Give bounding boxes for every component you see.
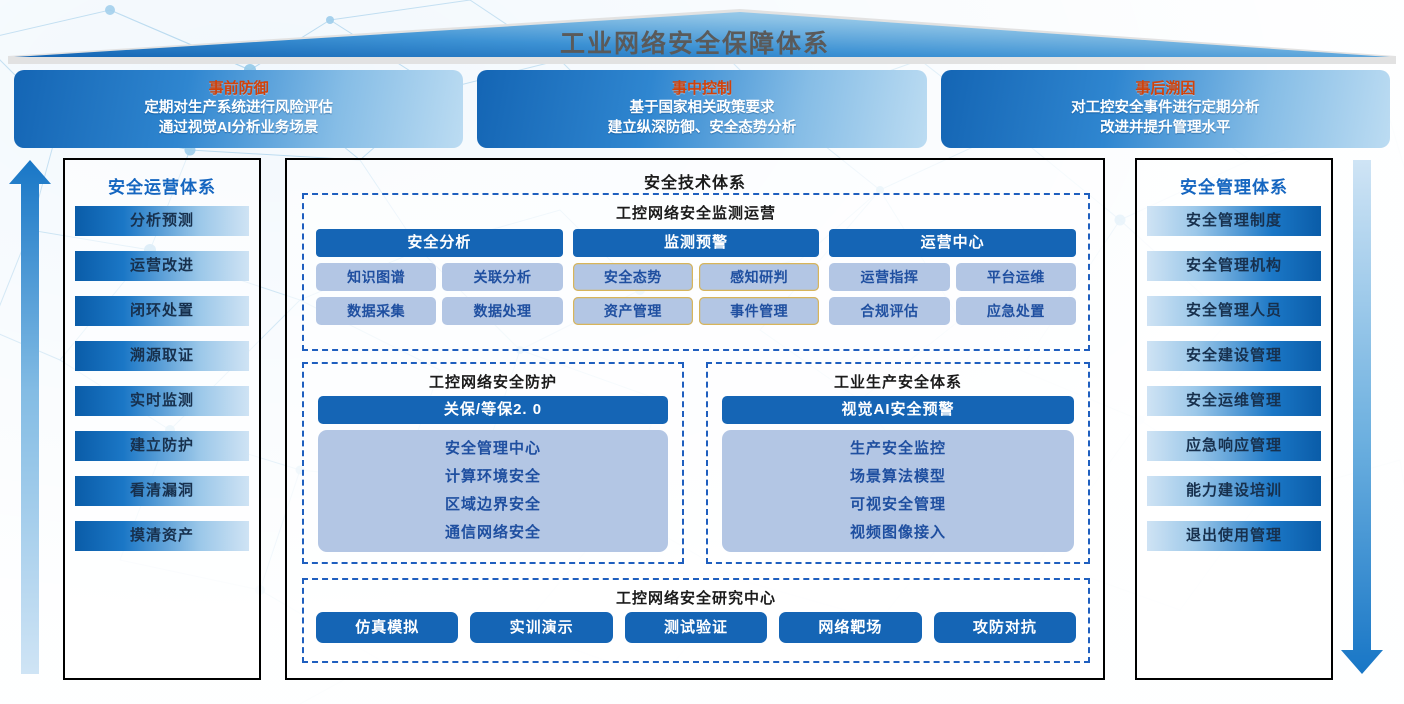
mgmt-item[interactable]: 应急响应管理 [1147, 431, 1321, 461]
ops-item[interactable]: 闭环处置 [75, 296, 249, 326]
production-capability[interactable]: 生产安全监控 [849, 440, 946, 457]
protection-layer[interactable]: 通信网络安全 [444, 524, 541, 541]
protection-layer-list: 安全管理中心 计算环境安全 区域边界安全 通信网络安全 [318, 430, 668, 552]
mgmt-item-list: 安全管理制度 安全管理机构 安全管理人员 安全建设管理 安全运维管理 应急响应管… [1137, 198, 1331, 551]
monitoring-columns: 安全分析 知识图谱 关联分析 数据采集 数据处理 监测预警 安全态势 感知研判 … [316, 229, 1077, 325]
phase-line: 定期对生产系统进行风险评估 [144, 99, 333, 116]
protection-layer[interactable]: 计算环境安全 [444, 468, 541, 485]
phase-line: 建立纵深防御、安全态势分析 [607, 119, 797, 136]
down-arrow-icon [1341, 160, 1383, 674]
production-capability[interactable]: 视频图像接入 [849, 524, 946, 541]
column-header[interactable]: 运营中心 [829, 229, 1077, 257]
ops-item[interactable]: 看清漏洞 [75, 476, 249, 506]
research-button[interactable]: 攻防对抗 [933, 612, 1077, 643]
column-cell-grid: 运营指挥 平台运维 合规评估 应急处置 [829, 263, 1077, 325]
research-button[interactable]: 仿真模拟 [316, 612, 459, 643]
phase-title: 事前防御 [208, 79, 269, 97]
capability-cell[interactable]: 事件管理 [699, 297, 820, 325]
capability-cell[interactable]: 知识图谱 [316, 263, 437, 291]
mgmt-item[interactable]: 退出使用管理 [1147, 521, 1321, 551]
phase-line: 基于国家相关政策要求 [629, 99, 775, 116]
capability-cell[interactable]: 应急处置 [955, 297, 1077, 325]
visual-ai-bar[interactable]: 视觉AI安全预警 [722, 396, 1074, 424]
column-header[interactable]: 安全分析 [316, 229, 563, 257]
production-capability-list: 生产安全监控 场景算法模型 可视安全管理 视频图像接入 [722, 430, 1074, 552]
capability-cell[interactable]: 平台运维 [955, 263, 1077, 291]
monitoring-column-operations: 运营中心 运营指挥 平台运维 合规评估 应急处置 [829, 229, 1077, 325]
security-technology-panel: 安全技术体系 工控网络安全监测运营 安全分析 知识图谱 关联分析 数据采集 数据… [285, 158, 1105, 680]
capability-cell[interactable]: 合规评估 [829, 297, 950, 325]
ops-panel-title: 安全运营体系 [108, 178, 216, 197]
page-title: 工业网络安全保障体系 [560, 30, 831, 58]
mgmt-panel-title: 安全管理体系 [1180, 178, 1288, 197]
security-operations-panel: 安全运营体系 分析预测 运营改进 闭环处置 溯源取证 实时监测 建立防护 看清漏… [63, 158, 261, 680]
protection-layer[interactable]: 区域边界安全 [444, 496, 541, 513]
monitoring-column-analysis: 安全分析 知识图谱 关联分析 数据采集 数据处理 [316, 229, 563, 325]
production-capability[interactable]: 场景算法模型 [849, 468, 946, 485]
research-group-title: 工控网络安全研究中心 [615, 590, 776, 607]
ops-item[interactable]: 实时监测 [75, 386, 249, 416]
ops-item[interactable]: 溯源取证 [75, 341, 249, 371]
phase-box-pre[interactable]: 事前防御 定期对生产系统进行风险评估 通过视觉AI分析业务场景 [14, 70, 464, 148]
research-button[interactable]: 网络靶场 [779, 612, 922, 643]
protection-standard-bar[interactable]: 关保/等保2. 0 [318, 396, 668, 424]
mgmt-item[interactable]: 安全管理机构 [1147, 251, 1321, 281]
tech-panel-title: 安全技术体系 [643, 175, 746, 192]
protection-layer[interactable]: 安全管理中心 [444, 440, 541, 457]
phase-banner-row: 事前防御 定期对生产系统进行风险评估 通过视觉AI分析业务场景 事中控制 基于国… [14, 70, 1390, 148]
ops-item-list: 分析预测 运营改进 闭环处置 溯源取证 实时监测 建立防护 看清漏洞 摸清资产 [65, 198, 259, 551]
research-button[interactable]: 实训演示 [470, 612, 613, 643]
capability-cell[interactable]: 资产管理 [572, 297, 693, 325]
column-cell-grid: 知识图谱 关联分析 数据采集 数据处理 [316, 263, 563, 325]
phase-box-post[interactable]: 事后溯因 对工控安全事件进行定期分析 改进并提升管理水平 [940, 70, 1390, 148]
mgmt-item[interactable]: 安全建设管理 [1147, 341, 1321, 371]
research-center-group: 工控网络安全研究中心 仿真模拟 实训演示 测试验证 网络靶场 攻防对抗 [302, 578, 1090, 663]
capability-cell[interactable]: 感知研判 [699, 263, 820, 291]
phase-line: 通过视觉AI分析业务场景 [158, 119, 319, 136]
capability-cell[interactable]: 运营指挥 [829, 263, 950, 291]
mgmt-item[interactable]: 安全管理制度 [1147, 206, 1321, 236]
monitoring-column-warning: 监测预警 安全态势 感知研判 资产管理 事件管理 [572, 229, 820, 325]
mgmt-item[interactable]: 能力建设培训 [1147, 476, 1321, 506]
network-protection-group: 工控网络安全防护 关保/等保2. 0 安全管理中心 计算环境安全 区域边界安全 … [302, 362, 684, 564]
production-safety-group: 工业生产安全体系 视觉AI安全预警 生产安全监控 场景算法模型 可视安全管理 视… [706, 362, 1090, 564]
mgmt-item[interactable]: 安全运维管理 [1147, 386, 1321, 416]
column-header[interactable]: 监测预警 [572, 229, 820, 257]
security-management-panel: 安全管理体系 安全管理制度 安全管理机构 安全管理人员 安全建设管理 安全运维管… [1135, 158, 1333, 680]
monitoring-operations-group: 工控网络安全监测运营 安全分析 知识图谱 关联分析 数据采集 数据处理 监测预警… [302, 193, 1090, 351]
capability-cell[interactable]: 关联分析 [442, 263, 563, 291]
capability-cell[interactable]: 数据采集 [316, 297, 437, 325]
ops-item[interactable]: 摸清资产 [75, 521, 249, 551]
ops-item[interactable]: 运营改进 [75, 251, 249, 281]
production-group-title: 工业生产安全体系 [833, 374, 962, 391]
up-arrow-icon [9, 160, 51, 674]
research-button[interactable]: 测试验证 [624, 612, 768, 643]
production-capability[interactable]: 可视安全管理 [849, 496, 946, 513]
monitoring-group-title: 工控网络安全监测运营 [615, 205, 776, 222]
research-button-row: 仿真模拟 实训演示 测试验证 网络靶场 攻防对抗 [316, 612, 1077, 643]
capability-cell[interactable]: 数据处理 [442, 297, 563, 325]
phase-line: 改进并提升管理水平 [1100, 119, 1231, 136]
ops-item[interactable]: 分析预测 [75, 206, 249, 236]
phase-box-during[interactable]: 事中控制 基于国家相关政策要求 建立纵深防御、安全态势分析 [477, 70, 927, 148]
protection-group-title: 工控网络安全防护 [428, 374, 557, 391]
ops-item[interactable]: 建立防护 [75, 431, 249, 461]
phase-title: 事中控制 [671, 79, 732, 97]
mgmt-item[interactable]: 安全管理人员 [1147, 296, 1321, 326]
capability-cell[interactable]: 安全态势 [572, 263, 693, 291]
phase-title: 事后溯因 [1135, 79, 1196, 97]
phase-line: 对工控安全事件进行定期分析 [1071, 99, 1260, 116]
column-cell-grid: 安全态势 感知研判 资产管理 事件管理 [572, 263, 820, 325]
